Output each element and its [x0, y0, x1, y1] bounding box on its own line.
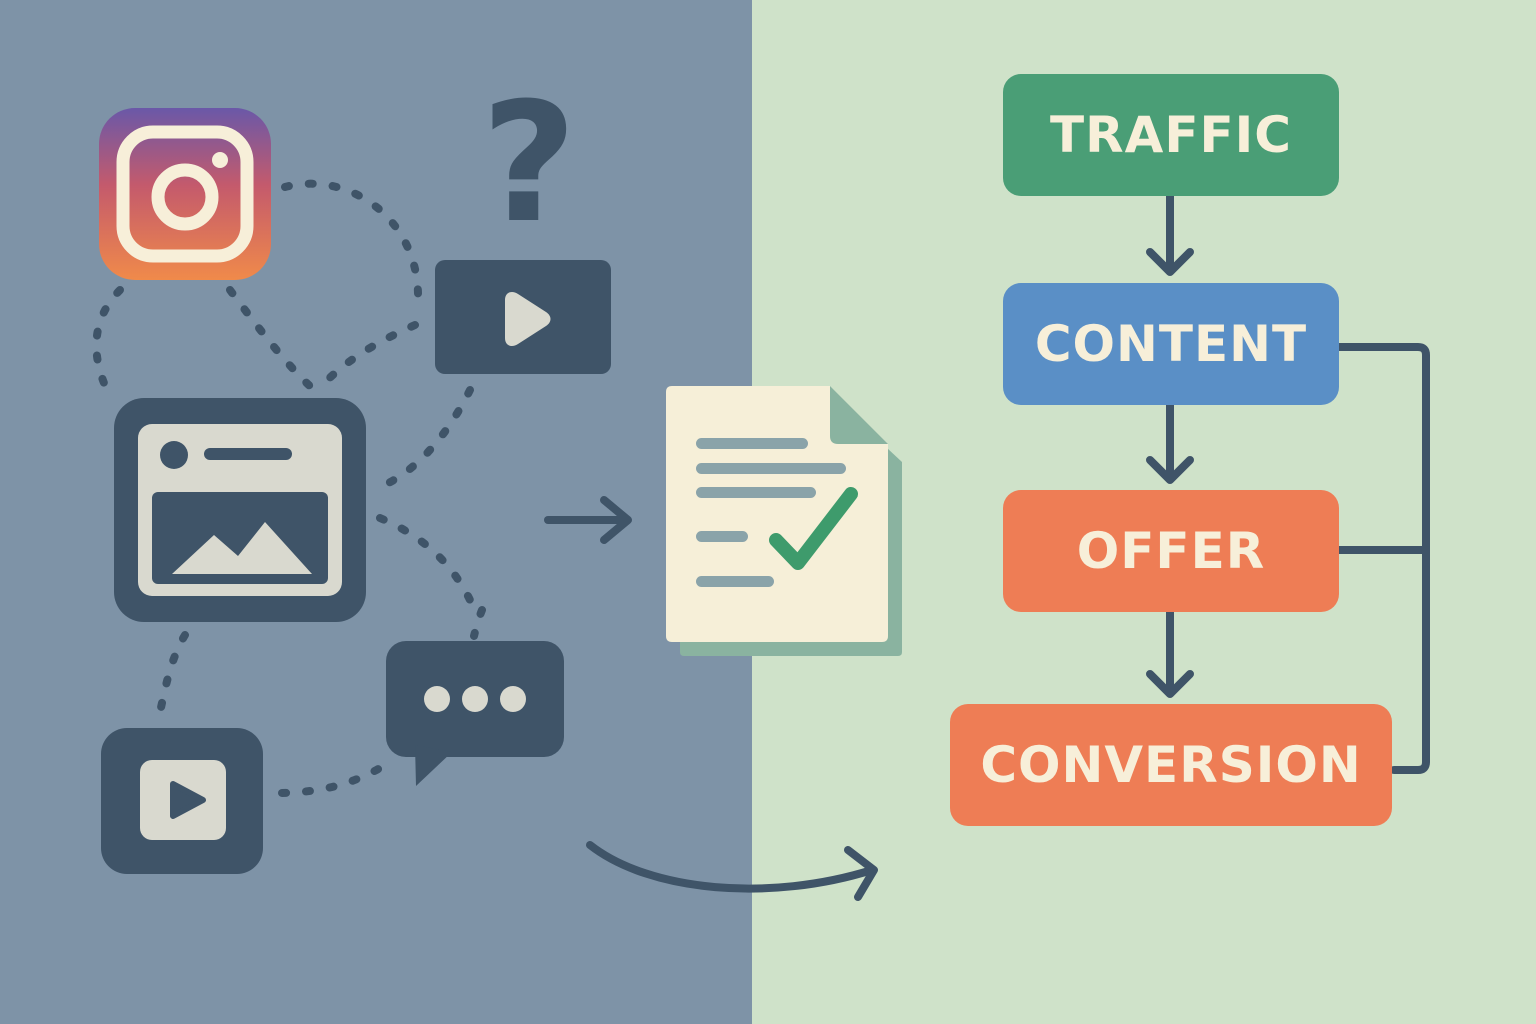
- conversion-label: CONVERSION: [980, 736, 1362, 794]
- conversion-box: CONVERSION: [950, 704, 1392, 826]
- video-app-icon: [101, 728, 263, 874]
- question-mark: ?: [481, 67, 577, 259]
- traffic-label: TRAFFIC: [1050, 106, 1292, 164]
- checklist-document-icon: [666, 386, 902, 656]
- curved-arrow: [586, 841, 878, 901]
- content-label: CONTENT: [1034, 315, 1308, 373]
- chat-bubble-icon: [386, 641, 564, 786]
- offer-label: OFFER: [1076, 522, 1266, 580]
- video-player-icon: [435, 260, 611, 374]
- offer-box: OFFER: [1003, 490, 1339, 612]
- traffic-box: TRAFFIC: [1003, 74, 1339, 196]
- content-box: CONTENT: [1003, 283, 1339, 405]
- dashed-connectors: [92, 179, 486, 797]
- arrow-to-document: [544, 496, 632, 544]
- instagram-icon: [99, 108, 271, 280]
- funnel-connectors: [1146, 192, 1430, 774]
- check-mark-icon: [769, 487, 858, 570]
- web-page-icon: [114, 398, 366, 622]
